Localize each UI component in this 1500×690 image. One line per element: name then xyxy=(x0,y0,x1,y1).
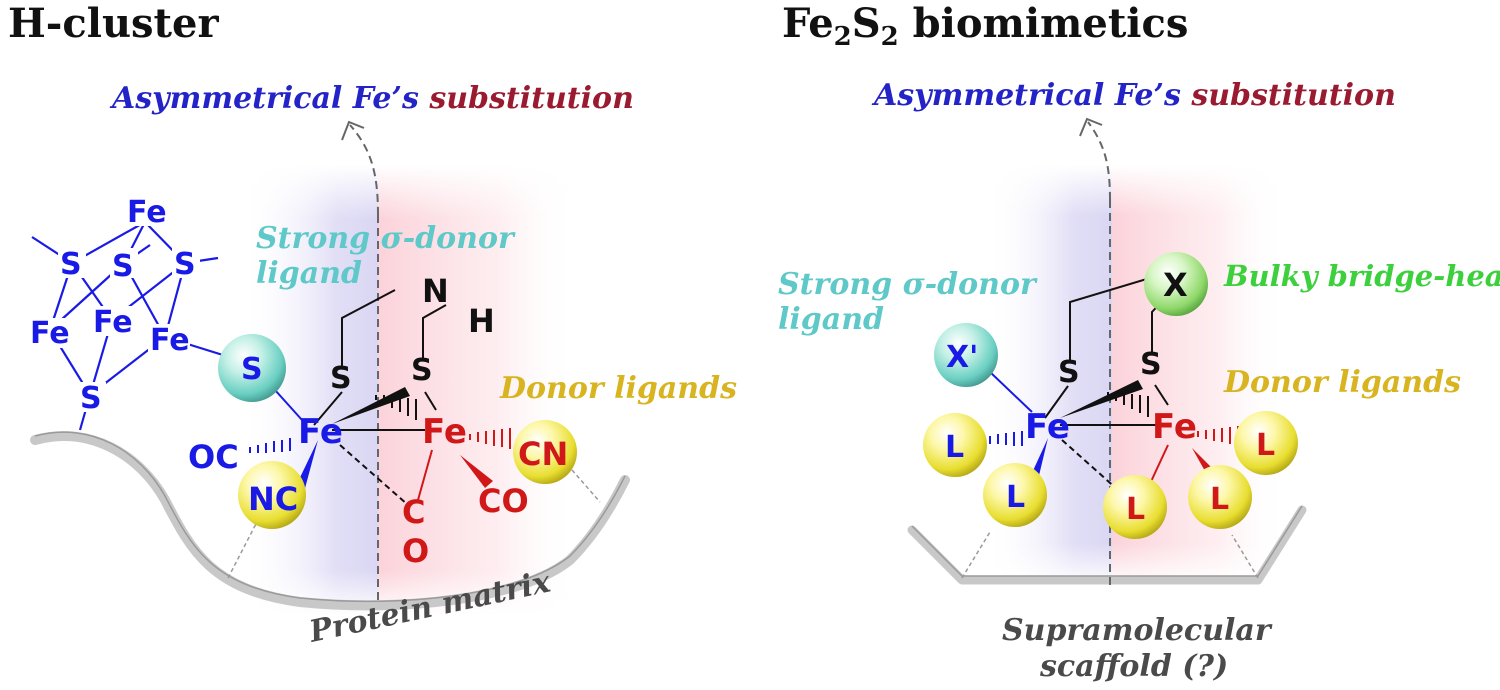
protein-matrix-surface xyxy=(30,431,630,611)
left-s-cys: S xyxy=(241,352,263,387)
scaffold-label-line2: scaffold (?) xyxy=(1039,649,1228,684)
right-sigma-label-line1: Strong σ-donor xyxy=(778,267,1038,302)
right-title-sub1: 2 xyxy=(834,22,852,52)
left-diiron-bonds xyxy=(265,289,447,506)
right-s-bridge-2: S xyxy=(1140,347,1162,382)
left-n: N xyxy=(422,272,449,310)
right-donor-label: Donor ligands xyxy=(1223,365,1461,400)
right-asym-part1: Asymmetrical Fe’s xyxy=(871,78,1191,113)
right-x: X xyxy=(1163,266,1188,304)
left-bridging-c: C xyxy=(402,493,425,531)
left-asym-part2: substitution xyxy=(428,81,634,116)
right-title-sub2: 2 xyxy=(881,22,899,52)
right-l-1: L xyxy=(945,430,964,465)
right-title: Fe2S2 biomimetics xyxy=(782,0,1188,52)
right-asym-label: Asymmetrical Fe’s substitution xyxy=(871,78,1396,113)
left-donor-label: Donor ligands xyxy=(499,371,737,406)
xprime-sphere xyxy=(934,323,998,387)
l-sphere-4 xyxy=(1188,465,1252,529)
scaffold-tether-right xyxy=(1231,534,1259,579)
left-wedge-bond xyxy=(332,387,410,424)
l-sphere-5 xyxy=(1234,411,1298,475)
cys-s-sphere xyxy=(218,334,286,402)
right-l-5: L xyxy=(1256,428,1275,463)
right-l-3: L xyxy=(1126,492,1145,527)
cluster-fe-top: Fe xyxy=(127,195,167,230)
left-nc-ligand: NC xyxy=(248,480,298,518)
left-wedge-co xyxy=(460,455,493,488)
left-co-ligand: CO xyxy=(478,482,529,520)
left-fe-proximal: Fe xyxy=(298,412,343,452)
nc-ligand-sphere xyxy=(238,461,306,529)
cluster-s-2: S xyxy=(112,249,134,284)
right-bulky-label: Bulky bridge-head xyxy=(1223,259,1500,293)
left-hashed-bond-cn xyxy=(469,428,511,449)
fe4s4-atoms: Fe S S S Fe Fe Fe S xyxy=(30,195,200,416)
right-diiron-bonds xyxy=(989,274,1169,491)
cn-ligand-sphere xyxy=(513,420,577,484)
right-atom-labels: X X' S S Fe Fe L L L L L xyxy=(945,266,1275,527)
protein-matrix-surface-edge xyxy=(34,431,626,603)
left-asym-part1: Asymmetrical Fe’s xyxy=(109,81,429,116)
x-bridgehead-sphere xyxy=(1144,252,1208,316)
cluster-s-1: S xyxy=(60,247,82,282)
right-l-4: L xyxy=(1210,482,1229,517)
left-panel: H-cluster Asymmetrical Fe’s substitution… xyxy=(8,0,737,650)
l-sphere-1 xyxy=(923,413,987,477)
cluster-fe-left: Fe xyxy=(30,316,70,351)
right-fe-right: Fe xyxy=(1152,407,1197,447)
right-hashed-bond-s xyxy=(1107,392,1149,417)
right-arrow-head xyxy=(1079,117,1103,137)
right-sigma-label-line2: ligand xyxy=(778,302,884,337)
matrix-tether-left xyxy=(227,519,259,579)
scaffold-tray-edge xyxy=(911,505,1303,577)
left-s-bridge-1: S xyxy=(330,361,352,396)
left-bridging-o: O xyxy=(402,532,429,570)
left-title: H-cluster xyxy=(8,0,219,47)
left-oc-ligand: OC xyxy=(188,438,239,476)
left-sigma-label-line1: Strong σ-donor xyxy=(256,221,516,256)
scaffold-tether-left xyxy=(961,531,991,579)
right-curved-arrow xyxy=(1087,121,1111,201)
cluster-fe-right: Fe xyxy=(150,323,190,358)
left-fe-distal: Fe xyxy=(422,412,467,452)
left-hashed-bond-s xyxy=(375,395,417,420)
scaffold-label-line1: Supramolecular xyxy=(1002,613,1273,648)
left-sigma-label-line2: ligand xyxy=(256,256,362,291)
right-fe-left: Fe xyxy=(1025,407,1070,447)
left-asym-label: Asymmetrical Fe’s substitution xyxy=(109,81,634,116)
right-panel: Fe2S2 biomimetics Asymmetrical Fe’s subs… xyxy=(778,0,1500,684)
matrix-tether-right xyxy=(571,469,601,503)
left-atom-labels: S N H S S Fe Fe OC NC CN CO C O xyxy=(188,272,568,570)
l-sphere-2 xyxy=(983,463,1047,527)
left-h: H xyxy=(468,302,495,340)
left-arrow-head xyxy=(341,120,365,141)
right-title-fe: Fe xyxy=(782,0,834,47)
left-s-bridge-2: S xyxy=(411,353,433,388)
cluster-s-bottom: S xyxy=(80,381,102,416)
cluster-s-3: S xyxy=(174,247,196,282)
right-asym-part2: substitution xyxy=(1190,78,1396,113)
left-cn-ligand: CN xyxy=(518,435,568,473)
right-xprime: X' xyxy=(946,340,978,375)
right-title-suffix: biomimetics xyxy=(899,0,1189,47)
right-title-s: S xyxy=(852,0,881,47)
right-wedge-bond xyxy=(1060,380,1143,418)
left-band-fade xyxy=(240,165,578,615)
right-s-bridge-1: S xyxy=(1058,355,1080,390)
left-hashed-bond-oc xyxy=(249,438,291,453)
right-l-2: L xyxy=(1006,480,1025,515)
cluster-fe-mid: Fe xyxy=(93,305,133,340)
l-sphere-3 xyxy=(1103,475,1167,539)
